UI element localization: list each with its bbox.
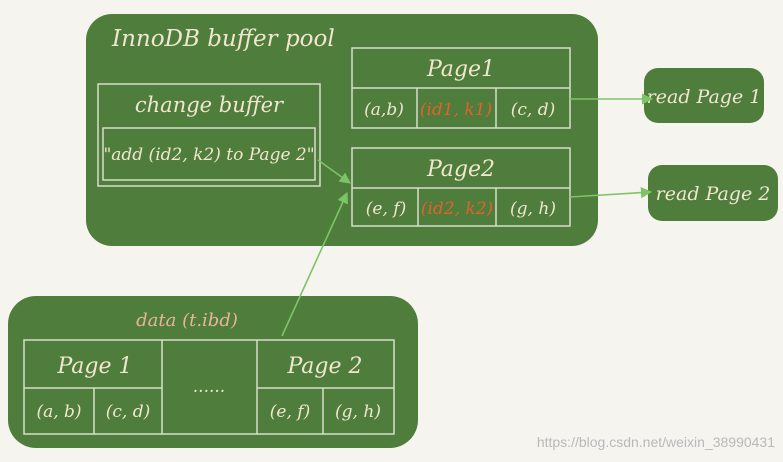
pool-page2-cell-1: (e, f) (366, 199, 406, 219)
file-page2-title: Page 2 (286, 354, 362, 379)
watermark: https://blog.csdn.net/weixin_38990431 (537, 434, 775, 450)
file-page1-title: Page 1 (56, 354, 132, 379)
file-page1-cell-2: (c, d) (106, 402, 150, 422)
data-file-title: data (t.ibd) (136, 310, 238, 331)
read-page1-label: read Page 1 (647, 86, 762, 108)
arrow-change-buffer-to-page2 (317, 159, 351, 184)
data-file-box (8, 296, 418, 448)
file-pages-box (23, 339, 395, 435)
pool-page2-cell-2: (id2, k2) (421, 199, 493, 219)
change-buffer-entry: "add (id2, k2) to Page 2" (103, 145, 314, 165)
file-ellipsis: ...... (193, 377, 225, 397)
pool-page1-title: Page1 (426, 57, 495, 82)
file-page2-cell-2: (g, h) (335, 402, 381, 422)
change-buffer-title: change buffer (135, 93, 285, 117)
arrow-file-to-page2 (281, 191, 348, 337)
pool-page1-cell-3: (c, d) (511, 100, 555, 120)
change-buffer-entry-box (102, 127, 316, 181)
buffer-pool-title: InnoDB buffer pool (111, 26, 335, 52)
read-page2-label: read Page 2 (656, 183, 771, 205)
file-page2-cell-1: (e, f) (270, 402, 310, 422)
pool-page2-cell-3: (g, h) (510, 199, 556, 219)
arrow-page2-to-read (569, 187, 653, 199)
read-page1-box (644, 68, 764, 123)
pool-page2-title: Page2 (426, 157, 495, 182)
pool-page1-cell-1: (a,b) (364, 100, 404, 120)
pool-page2-box (351, 147, 571, 227)
pool-page1-cell-2: (id1, k1) (420, 100, 492, 120)
change-buffer-box (97, 83, 321, 187)
read-page2-box (648, 165, 778, 221)
file-page1-cell-1: (a, b) (36, 402, 81, 422)
